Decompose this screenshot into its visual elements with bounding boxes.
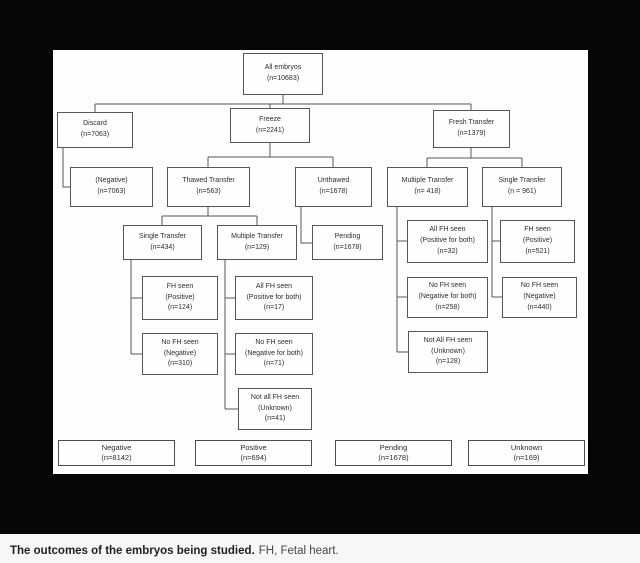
flow-node-multiple-transfer-thawed: Multiple Transfer (n=129) [217,225,297,260]
flow-node-all-fh-seen-fresh: All FH seen (Positive for both) (n=32) [407,220,488,263]
flow-node-all-embryos: All embryos (n=10683) [243,53,323,95]
flow-node-no-fh-seen-thawed-single: No FH seen (Negative) (n=310) [142,333,218,375]
flow-node-fh-seen-fresh: FH seen (Positive) (n=521) [500,220,575,263]
flow-node-not-all-fh-seen-fresh: Not All FH seen (Unknown) (n=128) [408,331,488,373]
flow-node-discard-negative: (Negative) (n=7063) [70,167,153,207]
flow-node-all-fh-seen-thawed: All FH seen (Positive for both) (n=17) [235,276,313,320]
flow-node-total-unknown: Unknown (n=169) [468,440,585,466]
flow-node-discard: Discard (n=7063) [57,112,133,148]
flow-node-pending-unthawed: Pending (n=1678) [312,225,383,260]
flow-node-total-pending: Pending (n=1678) [335,440,452,466]
flow-node-freeze: Freeze (n=2241) [230,108,310,143]
flow-node-unthawed: Unthawed (n=1678) [295,167,372,207]
flow-node-single-transfer-thawed: Single Transfer (n=434) [123,225,202,260]
flow-node-total-positive: Positive (n=694) [195,440,312,466]
flow-node-no-fh-seen-fresh-single: No FH seen (Negative) (n=440) [502,277,577,318]
flow-node-not-all-fh-seen-thawed: Not all FH seen (Unknown) (n=41) [238,388,312,430]
flow-node-single-transfer-fresh: Single Transfer (n = 961) [482,167,562,207]
figure-caption: The outcomes of the embryos being studie… [0,534,640,563]
figure-caption-note: FH, Fetal heart. [258,545,339,557]
flow-node-no-fh-seen-thawed-multiple: No FH seen (Negative for both) (n=71) [235,333,313,375]
flow-node-fresh-transfer: Fresh Transfer (n=1379) [433,110,510,148]
flow-node-multiple-transfer-fresh: Multiple Transfer (n= 418) [387,167,468,207]
flow-node-no-fh-seen-fresh-multiple: No FH seen (Negative for both) (n=258) [407,277,488,318]
figure-caption-title: The outcomes of the embryos being studie… [10,545,255,557]
flow-node-fh-seen-thawed: FH seen (Positive) (n=124) [142,276,218,320]
flow-node-total-negative: Negative (n=8142) [58,440,175,466]
flow-node-thawed-transfer: Thawed Transfer (n=563) [167,167,250,207]
